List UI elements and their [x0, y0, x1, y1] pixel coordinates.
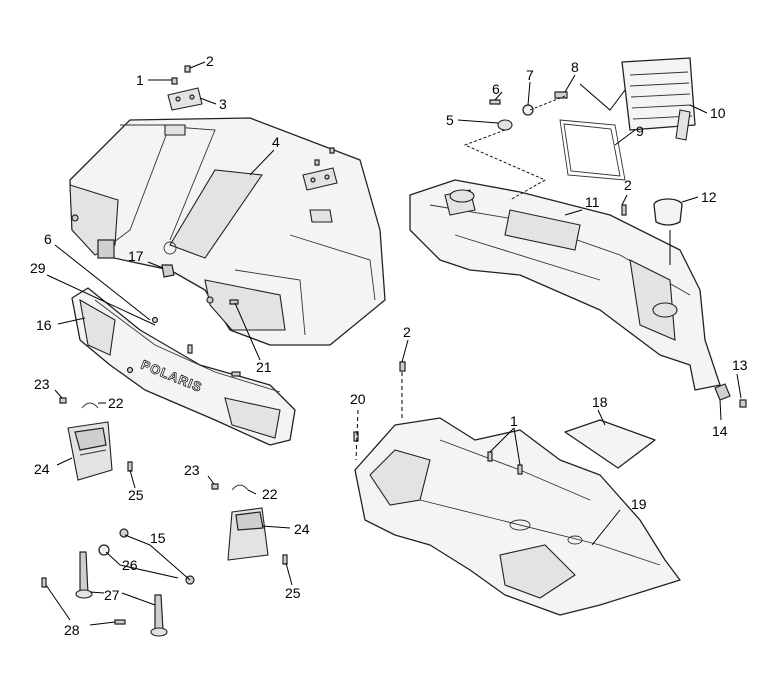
callout-6b: 6 — [44, 231, 52, 247]
callout-22: 22 — [108, 395, 124, 411]
callout-18: 18 — [592, 394, 608, 410]
callout-numbers: 1 2 3 4 5 6 7 8 9 10 11 2 12 6 17 29 16 … — [30, 53, 748, 638]
callout-23b: 23 — [184, 462, 200, 478]
bolt-part-2b — [621, 204, 627, 216]
callout-21: 21 — [256, 359, 272, 375]
callout-1b: 1 — [510, 413, 518, 429]
callout-24b: 24 — [294, 521, 310, 537]
callout-26: 26 — [122, 557, 138, 573]
bolt-part-23b — [211, 483, 219, 490]
small-parts-5-8 — [489, 91, 568, 131]
cap-part-12 — [653, 198, 683, 226]
clip-part-22a — [81, 402, 99, 409]
bolt-part-25a — [127, 461, 133, 472]
front-fascia-part-16: POLARIS — [71, 287, 296, 446]
callout-27: 27 — [104, 587, 120, 603]
callout-5: 5 — [446, 112, 454, 128]
dash-part-11 — [409, 179, 721, 391]
mat-part-18 — [564, 419, 656, 469]
headlight-left-part-24 — [67, 421, 113, 481]
callout-23: 23 — [34, 376, 50, 392]
leader-lines — [45, 61, 742, 626]
callout-12: 12 — [701, 189, 717, 205]
screws-part-1-2 — [171, 65, 335, 166]
callout-1: 1 — [136, 72, 144, 88]
seal-part-9 — [559, 119, 626, 181]
callout-4: 4 — [272, 134, 280, 150]
callout-8: 8 — [571, 59, 579, 75]
bolt-part-23a — [59, 397, 67, 404]
callout-17: 17 — [128, 248, 144, 264]
callout-22b: 22 — [262, 486, 278, 502]
callout-16: 16 — [36, 317, 52, 333]
callout-25: 25 — [128, 487, 144, 503]
callout-15: 15 — [150, 530, 166, 546]
bracket-part-14 — [714, 383, 731, 401]
callout-13: 13 — [732, 357, 748, 373]
callout-24: 24 — [34, 461, 50, 477]
floor-pan-part-19 — [354, 417, 681, 616]
hardware-group — [41, 528, 195, 637]
hinge-part-3 — [167, 87, 338, 191]
callout-10: 10 — [710, 105, 726, 121]
callout-9: 9 — [636, 123, 644, 139]
callout-14: 14 — [712, 423, 728, 439]
callout-20: 20 — [350, 391, 366, 407]
callout-3: 3 — [219, 96, 227, 112]
bolt-part-25b — [282, 554, 288, 565]
callout-19: 19 — [631, 496, 647, 512]
callout-28: 28 — [64, 622, 80, 638]
clip-part-22b — [231, 484, 249, 491]
callout-11: 11 — [585, 194, 600, 210]
bolt-part-13 — [739, 399, 747, 408]
bumper-part-17 — [161, 264, 175, 278]
headlight-right-part-24b — [227, 507, 269, 561]
fasteners-part-21 — [187, 299, 241, 377]
callout-2: 2 — [206, 53, 214, 69]
callout-6: 6 — [492, 81, 500, 97]
callout-2b: 2 — [624, 177, 632, 193]
callout-2c: 2 — [403, 324, 411, 340]
vent-grille-part-10 — [621, 57, 696, 141]
callout-29: 29 — [30, 260, 46, 276]
callout-7: 7 — [526, 67, 534, 83]
dashed-leader-5-11 — [463, 129, 547, 201]
callout-25b: 25 — [285, 585, 301, 601]
